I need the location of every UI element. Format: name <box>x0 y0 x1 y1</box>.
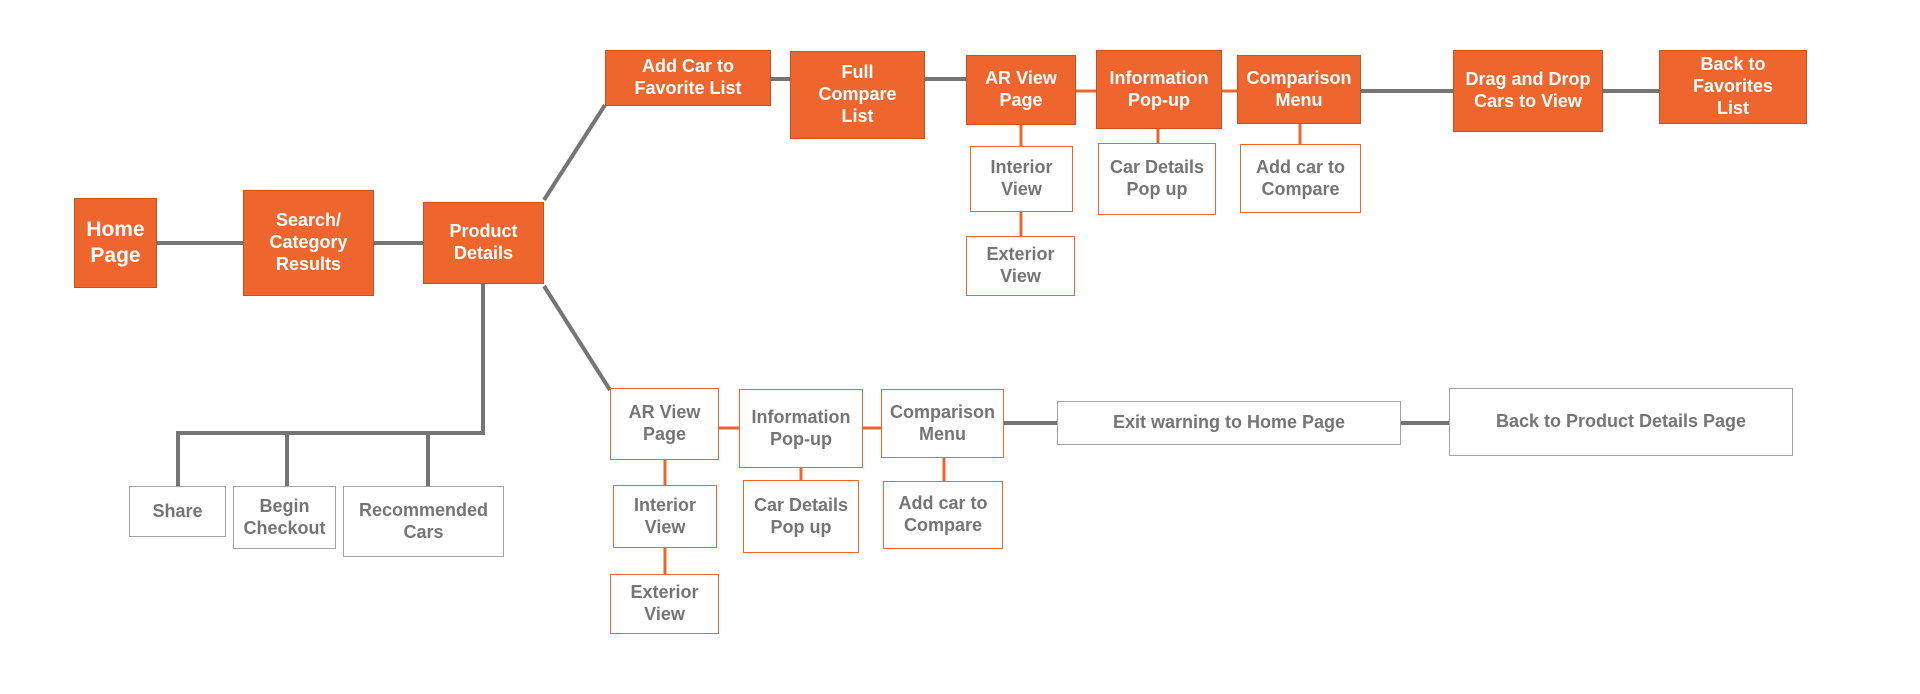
connector <box>542 103 607 202</box>
node-add-car-to-favorite-list: Add Car to Favorite List <box>605 50 771 106</box>
node-information-popup-top: Information Pop-up <box>1096 50 1222 129</box>
node-exit-warning-home-page: Exit warning to Home Page <box>1057 401 1401 445</box>
node-drag-and-drop-cars: Drag and Drop Cars to View <box>1453 50 1603 132</box>
node-comparison-menu-bottom: Comparison Menu <box>881 389 1004 458</box>
node-exterior-view-top: Exterior View <box>966 236 1075 296</box>
node-recommended-cars: Recommended Cars <box>343 486 504 557</box>
node-begin-checkout: Begin Checkout <box>233 486 336 549</box>
node-car-details-popup-top: Car Details Pop up <box>1098 143 1216 215</box>
node-interior-view-top: Interior View <box>970 146 1073 212</box>
node-home-page: Home Page <box>74 198 157 288</box>
orange-connectors <box>663 89 1302 574</box>
node-product-details: Product Details <box>423 202 544 284</box>
node-information-popup-bottom: Information Pop-up <box>739 389 863 468</box>
node-car-details-popup-bottom: Car Details Pop up <box>743 480 859 553</box>
node-full-compare-list: Full Compare List <box>790 51 925 139</box>
connector <box>542 284 612 392</box>
node-add-car-to-compare-top: Add car to Compare <box>1240 144 1361 213</box>
node-interior-view-bottom: Interior View <box>613 485 717 548</box>
node-back-to-favorites-list: Back to Favorites List <box>1659 50 1807 124</box>
node-share: Share <box>129 486 226 537</box>
gray-connectors <box>157 77 1659 486</box>
node-back-to-product-details-page: Back to Product Details Page <box>1449 388 1793 456</box>
node-search-category-results: Search/ Category Results <box>243 190 374 296</box>
node-ar-view-page-bottom: AR View Page <box>610 388 719 460</box>
node-exterior-view-bottom: Exterior View <box>610 574 719 634</box>
node-comparison-menu-top: Comparison Menu <box>1237 55 1361 124</box>
node-add-car-to-compare-bottom: Add car to Compare <box>883 481 1003 549</box>
node-ar-view-page-top: AR View Page <box>966 55 1076 125</box>
